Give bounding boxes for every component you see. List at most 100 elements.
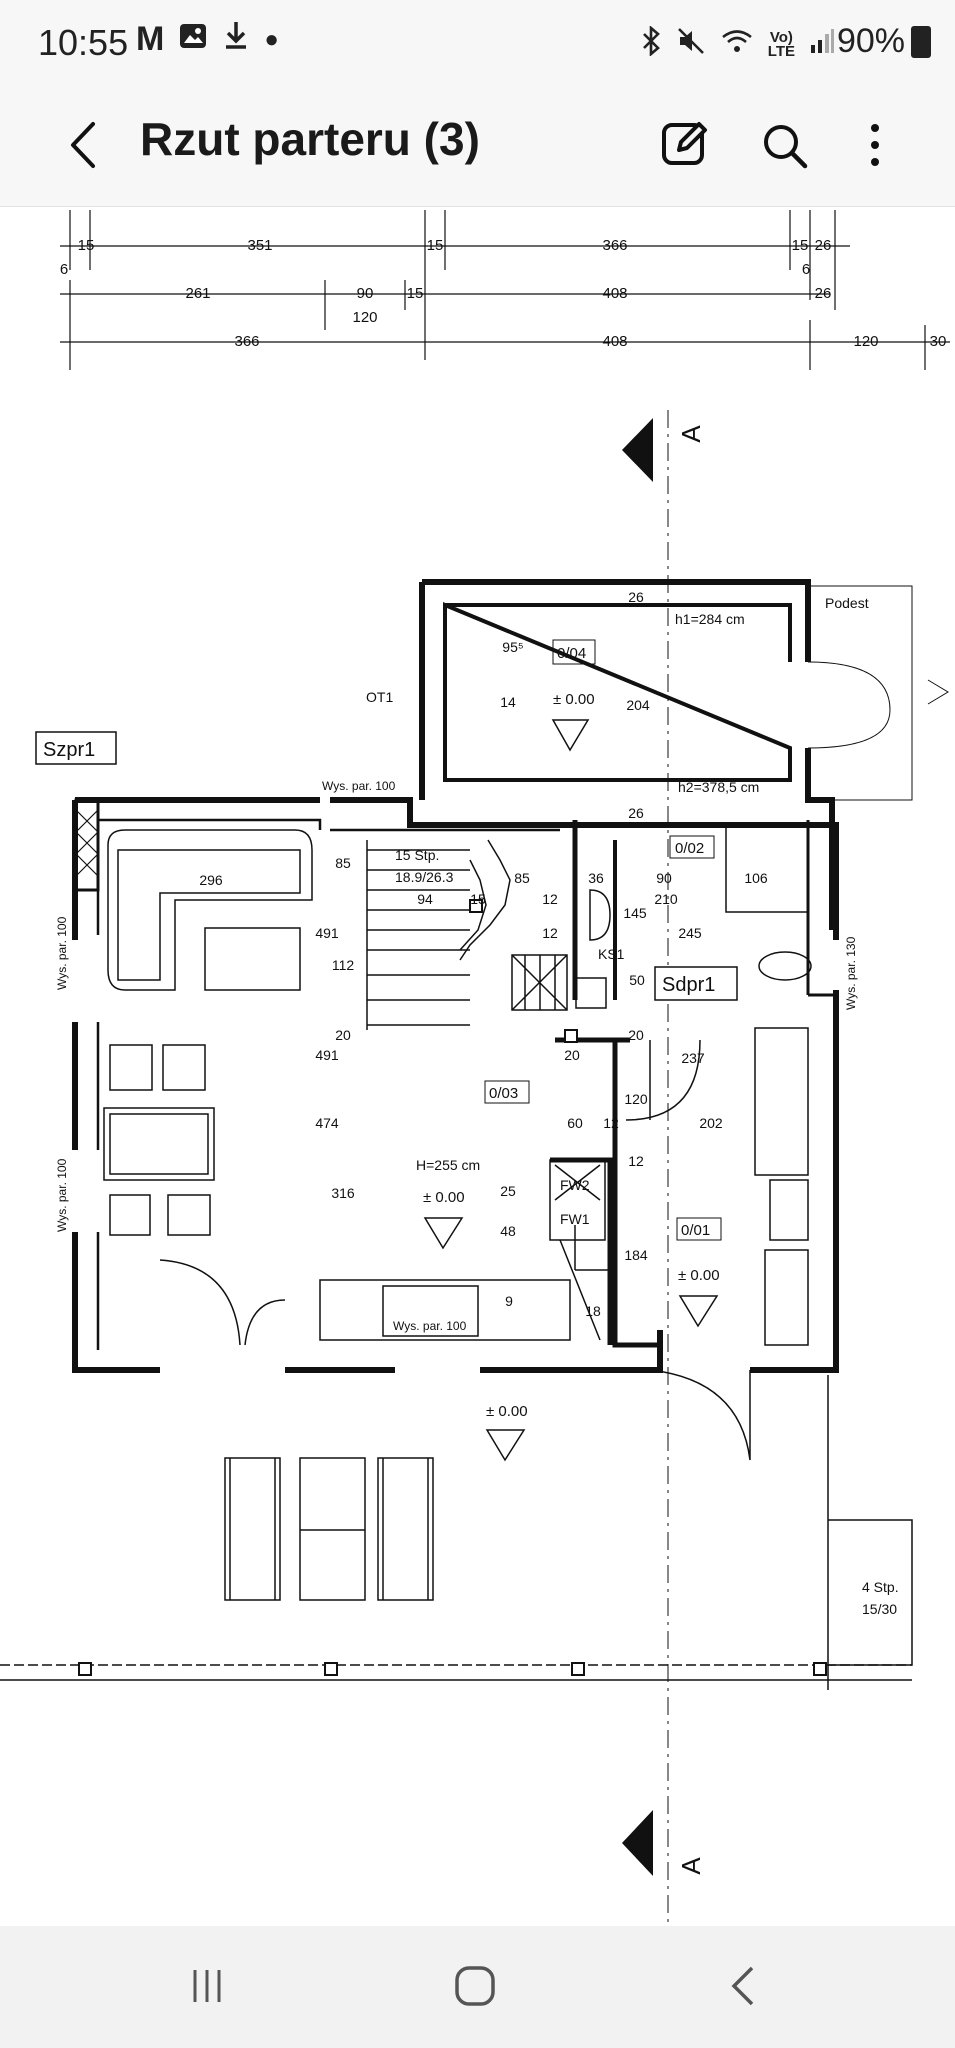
label-stairs-ext-size: 15/30 (862, 1601, 897, 1617)
home-button[interactable] (425, 1956, 525, 2016)
edit-button[interactable] (655, 110, 715, 180)
label-podest: Podest (825, 595, 869, 611)
inner-dim: 14 (500, 694, 516, 710)
terrace-furniture (0, 1375, 913, 1690)
inner-dim: 25 (500, 1183, 516, 1199)
inner-dim: 12 (628, 1153, 644, 1169)
inner-dim: 12 (603, 1115, 619, 1131)
inner-dim: 9 (505, 1293, 513, 1309)
label-wys-left2: Wys. par. 100 (55, 1158, 69, 1232)
inner-dim: 316 (331, 1185, 355, 1201)
dim-label: 120 (853, 333, 878, 350)
label-stairs-main: 15 Stp. (395, 847, 439, 863)
level-0-01: ± 0.00 (678, 1267, 720, 1284)
inner-dim: 36 (588, 870, 604, 886)
dim-label: 30 (930, 333, 947, 350)
inner-dim: 296 (199, 872, 223, 888)
inner-dim: 20 (335, 1027, 351, 1043)
inner-dim: 12 (542, 891, 558, 907)
label-sdpr1: Sdpr1 (662, 974, 715, 996)
dim-label: 408 (602, 285, 627, 302)
inner-dim: 94 (417, 891, 433, 907)
inner-dim: 120 (624, 1091, 648, 1107)
label-fw1: FW1 (560, 1211, 590, 1227)
edit-icon (662, 122, 707, 165)
section-label-top: A (676, 425, 706, 443)
dimension-labels: 15 351 15 366 15 26 6 6 261 90 15 408 26… (60, 237, 947, 350)
podest-outline (808, 585, 913, 801)
room-0-04: 0/04 (557, 645, 586, 662)
entry-arrow-icon (927, 679, 949, 705)
battery-percent: 90% (836, 22, 905, 60)
label-ks1: KS1 (598, 946, 625, 962)
dim-label: 408 (602, 333, 627, 350)
inner-dim: 12 (542, 925, 558, 941)
dim-label: 366 (234, 333, 259, 350)
dim-label: 26 (815, 285, 832, 302)
status-time: 10:55 (38, 22, 129, 63)
floor-plan-image[interactable]: 15 351 15 366 15 26 6 6 261 90 15 408 26… (0, 206, 955, 1926)
label-wys-left1: Wys. par. 100 (55, 916, 69, 990)
furniture (103, 824, 812, 1461)
section-marker-top (622, 418, 653, 482)
height-h2: h2=378,5 cm (678, 779, 759, 795)
inner-dim: 20 (564, 1047, 580, 1063)
inner-dimensions: 95⁵ 14 204 26 26 296 85 85 94 15 36 90 1… (199, 589, 768, 1319)
dim-label: 366 (602, 237, 627, 254)
home-icon (455, 1966, 495, 2006)
more-options-button[interactable] (850, 110, 900, 180)
inner-dim: 48 (500, 1223, 516, 1239)
inner-dim: 85 (335, 855, 351, 871)
height-notes: h1=284 cm h2=378,5 cm H=255 cm (416, 611, 759, 1173)
recents-button[interactable] (157, 1956, 257, 2016)
dim-label: 6 (60, 261, 68, 278)
battery-indicator: 90% (837, 22, 931, 61)
inner-dim: 50 (629, 972, 645, 988)
system-icons: Vo)LTE (640, 25, 835, 63)
dim-label: 26 (815, 237, 832, 254)
back-button[interactable] (52, 110, 112, 180)
inner-dim: 202 (699, 1115, 723, 1131)
recents-icon (193, 1970, 221, 2002)
dim-label: 15 (792, 237, 809, 254)
dim-label: 351 (247, 237, 272, 254)
inner-dim: 26 (628, 589, 644, 605)
dim-label: 15 (427, 237, 444, 254)
room-0-01: 0/01 (681, 1222, 710, 1239)
inner-dim: 145 (623, 905, 647, 921)
terrace-columns (78, 899, 827, 1676)
label-wys-kitchen: Wys. par. 100 (393, 1319, 467, 1333)
battery-icon (911, 25, 931, 58)
inner-dim: 210 (654, 891, 678, 907)
plan-labels: Podest OT1 Szpr1 Sdpr1 KS1 Wys. par. 100… (35, 595, 899, 1617)
room-0-03: 0/03 (489, 1085, 518, 1102)
inner-dim: 90 (656, 870, 672, 886)
room-labels: 0/04 0/02 0/03 0/01 (484, 639, 722, 1241)
section-label-bottom: A (676, 1857, 706, 1875)
back-nav-button[interactable] (693, 1956, 793, 2016)
inner-dim: 245 (678, 925, 702, 941)
app-bar: Rzut parteru (3) (0, 86, 955, 207)
back-icon (731, 1966, 754, 2006)
back-arrow-icon (71, 122, 95, 168)
search-button[interactable] (755, 110, 815, 180)
chimney (74, 798, 100, 892)
navigation-bar (0, 1926, 955, 2048)
volte-icon: Vo)LTE (767, 28, 795, 60)
notification-icons: M ● (136, 20, 279, 59)
gmail-icon: M (136, 20, 165, 58)
inner-dim: 474 (315, 1115, 339, 1131)
dimension-lines (60, 210, 950, 370)
inner-dim: 15 (470, 891, 486, 907)
inner-dim: 95⁵ (502, 639, 523, 655)
dim-label: 90 (357, 285, 374, 302)
wifi-icon (720, 26, 754, 63)
download-icon (222, 20, 250, 59)
inner-dim: 106 (744, 870, 768, 886)
gallery-icon (178, 20, 208, 59)
page-title: Rzut parteru (3) (140, 113, 480, 165)
dim-label: 6 (802, 261, 810, 278)
section-marker-bottom (622, 1810, 653, 1876)
level-terrace: ± 0.00 (486, 1403, 528, 1420)
dim-label: 120 (352, 309, 377, 326)
